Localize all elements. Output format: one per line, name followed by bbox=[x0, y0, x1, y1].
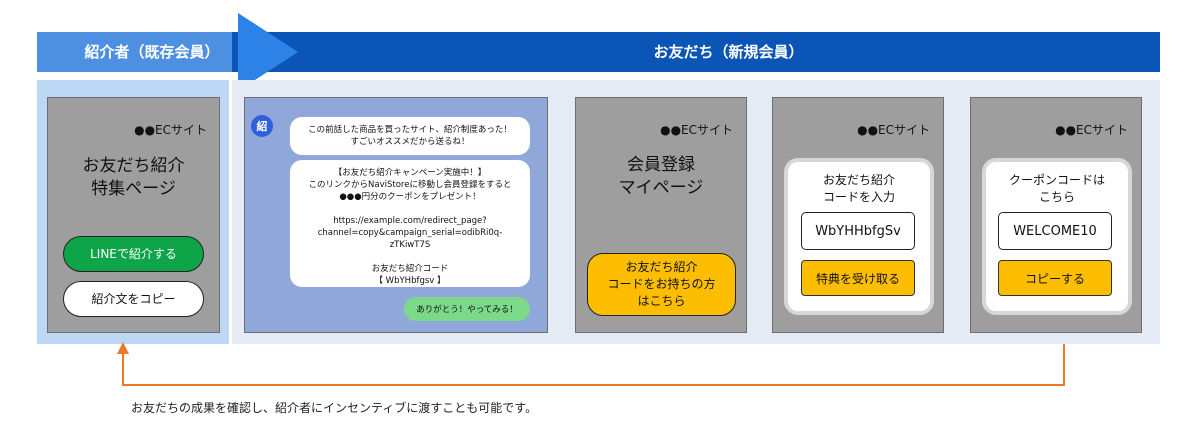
claim-benefit-button[interactable]: 特典を受け取る bbox=[801, 260, 915, 296]
site-label: ●●ECサイト bbox=[134, 123, 207, 137]
site-label: ●●ECサイト bbox=[660, 123, 733, 137]
copy-intro-button[interactable]: 紹介文をコピー bbox=[63, 281, 204, 317]
chat-reply-bubble: ありがとう！やってみる！ bbox=[404, 297, 530, 321]
copy-coupon-button[interactable]: コピーする bbox=[998, 260, 1112, 296]
code-entry-title: お友だち紹介 コードを入力 bbox=[822, 173, 895, 204]
referrer-header-band bbox=[37, 32, 267, 72]
referrer-avatar-icon: 紹 bbox=[251, 115, 273, 137]
site-label: ●●ECサイト bbox=[1055, 123, 1128, 137]
chat-message-intro: この前話した商品を買ったサイト、紹介制度あった！ すごいオススメだから送るね！ bbox=[290, 117, 530, 155]
line-share-button[interactable]: LINEで紹介する bbox=[63, 236, 204, 272]
member-page-title: 会員登録 マイページ bbox=[618, 155, 704, 198]
header-arrow-shape bbox=[238, 13, 298, 91]
friend-header-band bbox=[232, 32, 1160, 72]
chat-message-campaign: 【お友だち紹介キャンペーン実施中！】 このリンクからNaviStoreに移動し会… bbox=[290, 160, 530, 287]
referrer-header-title: 紹介者（既存会員） bbox=[84, 43, 220, 61]
coupon-code-box: WELCOME10 bbox=[998, 212, 1112, 250]
feature-page-title: お友だち紹介 特集ページ bbox=[82, 156, 185, 199]
referral-code-input[interactable]: WbYHHbfgSv bbox=[801, 212, 915, 250]
friend-header-title: お友だち（新規会員） bbox=[653, 43, 804, 61]
coupon-title: クーポンコードは こちら bbox=[1008, 173, 1105, 204]
site-label: ●●ECサイト bbox=[857, 123, 930, 137]
referral-code-link-button[interactable]: お友だち紹介 コードをお持ちの方 はこちら bbox=[587, 253, 736, 316]
feedback-arrow bbox=[117, 342, 1065, 386]
footer-note: お友だちの成果を確認し、紹介者にインセンティブに渡すことも可能です。 bbox=[131, 401, 538, 415]
